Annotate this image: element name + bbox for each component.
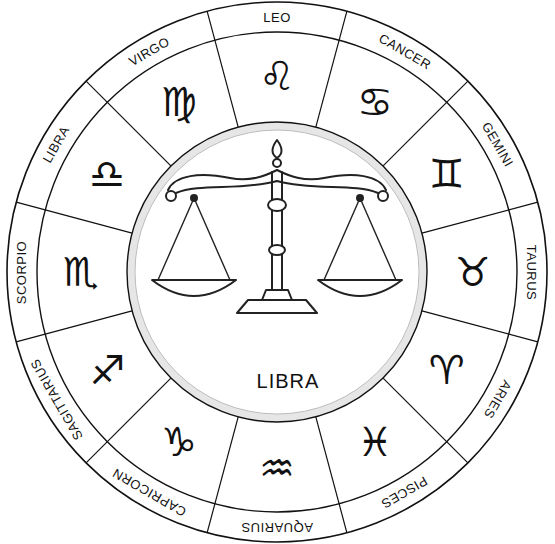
- sign-name: LEO: [263, 11, 291, 24]
- sign-symbol: ♈: [429, 350, 465, 390]
- sign-name: VIRGO: [127, 34, 172, 67]
- sign-name: SCORPIO: [16, 240, 29, 303]
- sign-symbol: ♑: [161, 422, 197, 462]
- name-ring: [37, 32, 517, 512]
- sign-symbol: ♌: [259, 56, 295, 96]
- sign-symbol: ♋: [357, 82, 393, 122]
- sign-name: LIBRA: [40, 124, 71, 165]
- outer-ring: [7, 2, 547, 542]
- sign-name: SAGITTARIUS: [28, 357, 85, 442]
- sign-symbol: ♊: [429, 154, 465, 194]
- sign-name: ARIES: [482, 378, 514, 420]
- sign-symbol: ♏: [63, 252, 99, 292]
- center-disc: [135, 130, 419, 414]
- center-caption: LIBRA: [257, 371, 320, 391]
- sign-symbol: ♉: [455, 252, 491, 292]
- sign-symbol: ♒: [259, 448, 295, 488]
- sign-symbol: ♐: [89, 350, 125, 390]
- sign-name: PISCES: [379, 475, 429, 512]
- sign-name: CANCER: [376, 31, 433, 71]
- sign-name: GEMINI: [480, 120, 516, 169]
- sector-dividers: [16, 11, 538, 533]
- sign-symbol: ♍: [161, 82, 197, 122]
- sign-name: AQUARIUS: [241, 521, 313, 534]
- sign-name: CAPRICORN: [111, 467, 189, 520]
- scales-illustration: [152, 140, 402, 313]
- sign-symbol: ♎: [89, 154, 125, 194]
- inner-ring: [127, 122, 427, 422]
- sign-name: TAURUS: [525, 244, 538, 299]
- sign-symbol: ♓: [357, 422, 393, 462]
